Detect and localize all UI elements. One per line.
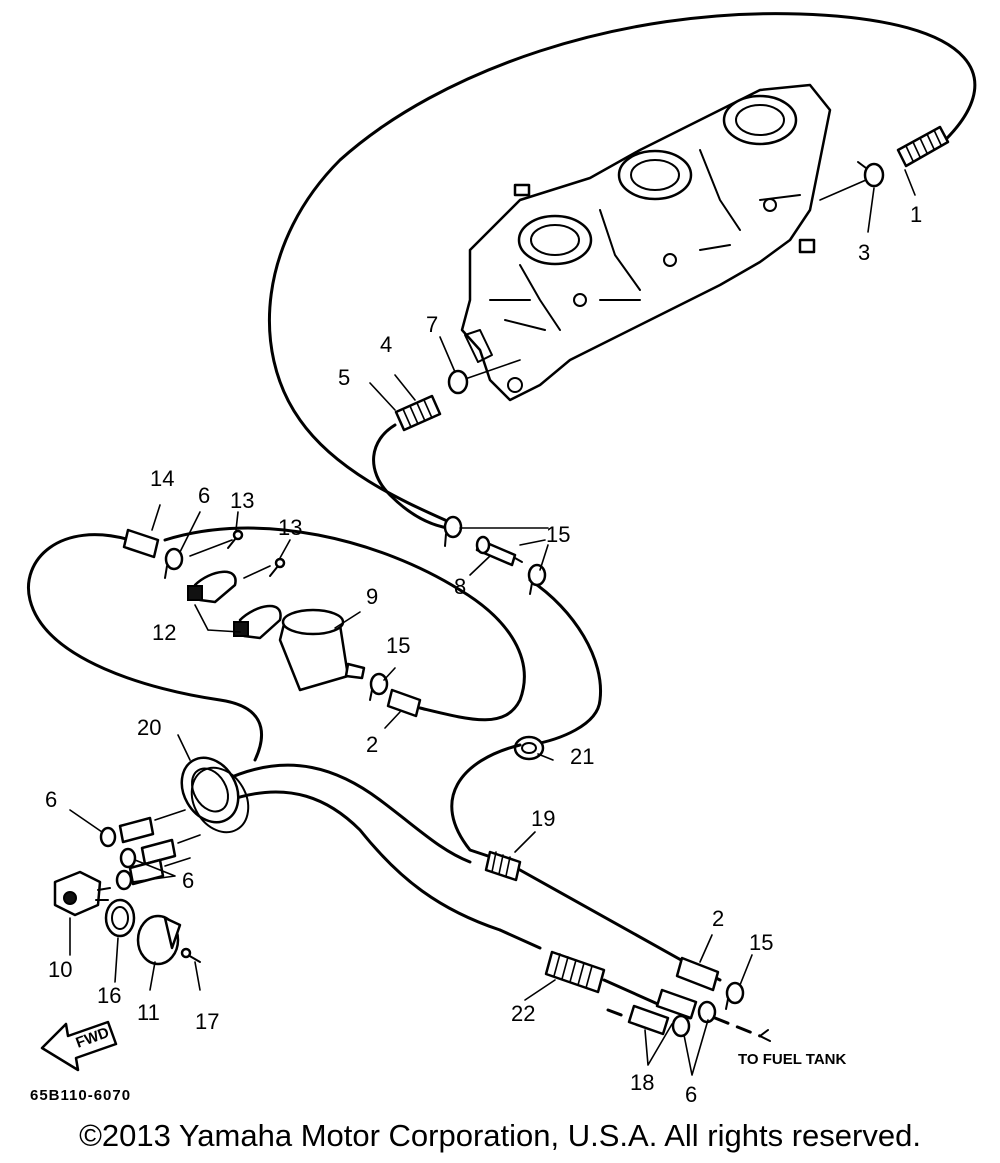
screw-part-17 bbox=[180, 947, 201, 963]
callout-5: 5 bbox=[338, 365, 350, 390]
callout-6-lower: 6 bbox=[685, 1082, 697, 1107]
fuel-hose-left-loop bbox=[27, 533, 263, 762]
fuel-hose-upper-loop bbox=[267, 12, 977, 522]
hose-clamp-part-6-lower-b bbox=[671, 1014, 691, 1038]
callout-2-filter: 2 bbox=[366, 732, 378, 757]
hose-clamp-part-6-d bbox=[115, 869, 133, 891]
callout-13-a: 13 bbox=[230, 488, 254, 513]
screw-part-13-b bbox=[269, 557, 286, 577]
callout-labels: 1 2 2 3 4 5 6 6 6 6 7 8 9 10 11 12 13 13… bbox=[45, 202, 922, 1107]
callout-9: 9 bbox=[366, 584, 378, 609]
fuel-hose-bundle-lower bbox=[228, 790, 502, 932]
hose-end-part-18-b bbox=[627, 1004, 670, 1036]
hose-end-part-18-a bbox=[655, 988, 698, 1020]
callout-12: 12 bbox=[152, 620, 176, 645]
hose-clamp-part-15-d bbox=[725, 981, 745, 1010]
hose-protector-part-19 bbox=[484, 850, 522, 882]
hull-grommet-part-20 bbox=[180, 756, 250, 834]
callout-15-lower: 15 bbox=[749, 930, 773, 955]
callout-14: 14 bbox=[150, 466, 174, 491]
callout-3: 3 bbox=[858, 240, 870, 265]
callout-19: 19 bbox=[531, 806, 555, 831]
fuel-hose-carb-to-filter bbox=[372, 423, 450, 530]
hose-end-part-1 bbox=[896, 125, 950, 168]
callout-18: 18 bbox=[630, 1070, 654, 1095]
forward-direction-arrow: FWD bbox=[40, 1020, 118, 1072]
callout-8: 8 bbox=[454, 574, 466, 599]
hose-clamp-part-6-lower-a bbox=[697, 1000, 717, 1024]
joint-part-8 bbox=[475, 535, 523, 567]
callout-6-upper: 6 bbox=[198, 483, 210, 508]
hose-end-part-2-b bbox=[675, 956, 720, 992]
fuel-filter-part-9 bbox=[278, 608, 366, 692]
fuel-cock-part-10 bbox=[53, 870, 111, 917]
callout-2-lower: 2 bbox=[712, 906, 724, 931]
grommet-part-21 bbox=[513, 735, 545, 761]
hose-clamp-part-15-a bbox=[443, 515, 463, 547]
fuel-hose-return-to-tank bbox=[450, 743, 522, 862]
bracket-part-12-upper bbox=[187, 570, 237, 604]
hose-clamp-part-15-b bbox=[527, 563, 547, 595]
hose-clamp-part-3 bbox=[857, 161, 885, 188]
callout-6-mid: 6 bbox=[182, 868, 194, 893]
hose-piece-part-4 bbox=[394, 394, 442, 432]
carburetor-assembly bbox=[460, 83, 832, 402]
fuel-cock-knob-part-11 bbox=[136, 914, 182, 966]
callout-1: 1 bbox=[910, 202, 922, 227]
hose-clamp-part-15-c bbox=[369, 672, 389, 701]
callout-13-b: 13 bbox=[278, 515, 302, 540]
part-code-label: 65B110-6070 bbox=[30, 1087, 131, 1104]
leader-lines bbox=[69, 169, 916, 1076]
callout-17: 17 bbox=[195, 1009, 219, 1034]
callout-4: 4 bbox=[380, 332, 392, 357]
callout-16: 16 bbox=[97, 983, 121, 1008]
hose-clamp-part-7 bbox=[447, 369, 469, 395]
bracket-part-12-lower bbox=[233, 604, 282, 640]
hose-end-part-2-a bbox=[386, 688, 422, 718]
hose-clamp-part-6-c bbox=[119, 847, 137, 869]
copyright-notice: ©2013 Yamaha Motor Corporation, U.S.A. A… bbox=[79, 1118, 921, 1153]
callout-15-joint: 15 bbox=[546, 522, 570, 547]
to-fuel-tank-arrow bbox=[713, 1016, 771, 1042]
o-ring-part-16 bbox=[104, 898, 136, 938]
hose-end-part-14 bbox=[122, 528, 160, 559]
hose-clamp-part-6-b bbox=[99, 826, 117, 848]
callout-21: 21 bbox=[570, 744, 594, 769]
hose-clamp-part-6-a bbox=[164, 547, 184, 579]
callout-15-filter: 15 bbox=[386, 633, 410, 658]
fuel-hose-bundle-upper bbox=[223, 763, 472, 864]
callout-20: 20 bbox=[137, 715, 161, 740]
hose-protector-part-22 bbox=[544, 950, 606, 994]
to-fuel-tank-label: TO FUEL TANK bbox=[738, 1051, 847, 1068]
screw-part-13-a bbox=[227, 529, 244, 549]
callout-10: 10 bbox=[48, 957, 72, 982]
callout-22: 22 bbox=[511, 1001, 535, 1026]
callout-11: 11 bbox=[137, 1000, 160, 1025]
short-hoses-group bbox=[118, 816, 177, 886]
callout-7: 7 bbox=[426, 312, 438, 337]
callout-6-left: 6 bbox=[45, 787, 57, 812]
fuel-hose-joint-to-grommet bbox=[528, 578, 603, 747]
fuel-hose-filter-return bbox=[163, 526, 526, 722]
